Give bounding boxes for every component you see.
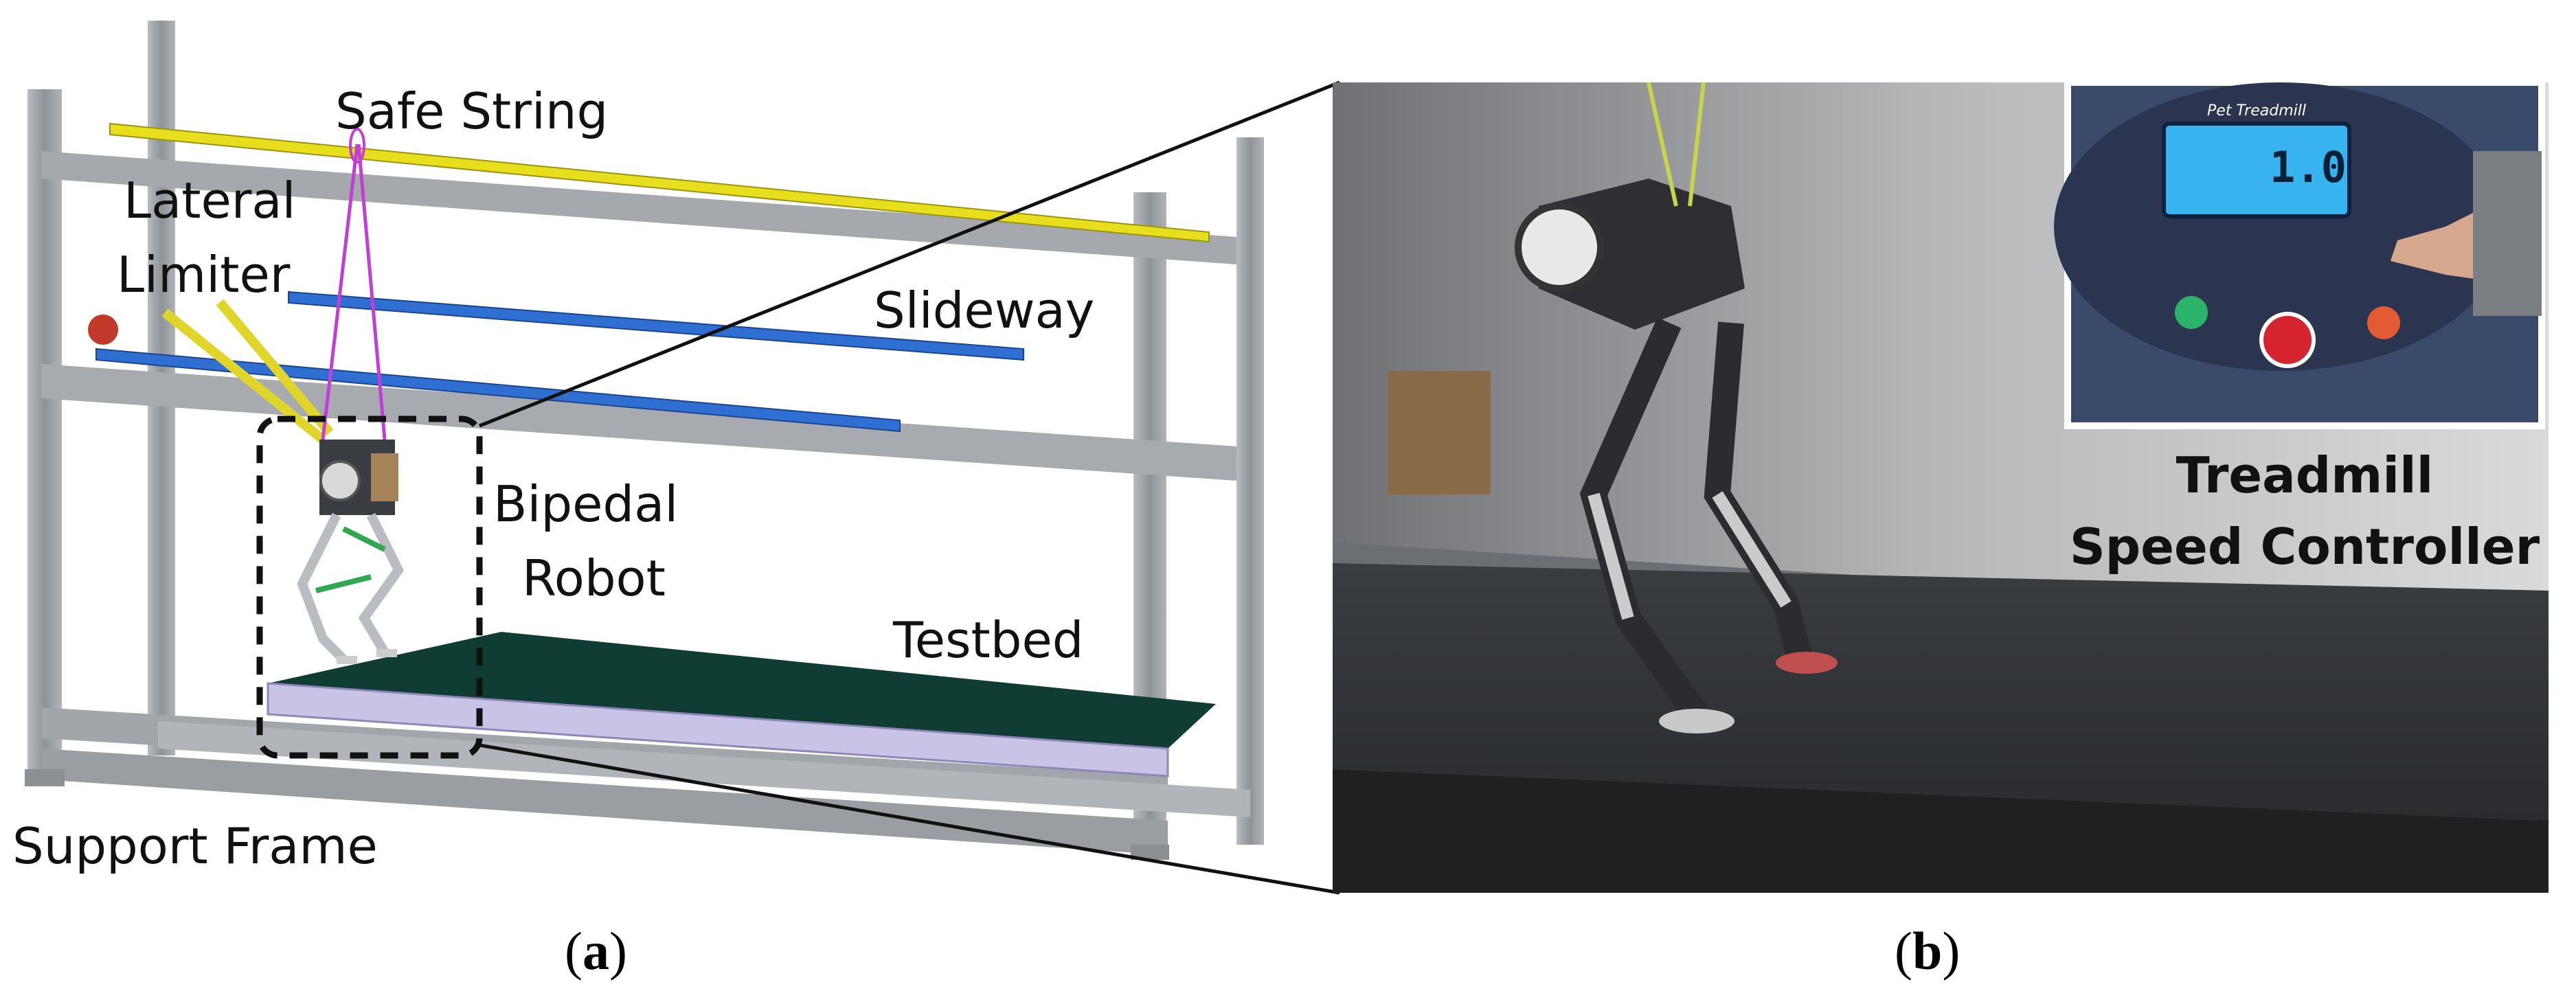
controller-display-value: 1.0 (2270, 142, 2347, 192)
panel-b-photo: Pet Treadmill 1.0 (1333, 79, 2549, 893)
rail-yellow (109, 122, 1210, 243)
frame-beam-top (41, 151, 1236, 264)
caption-a: (a) (565, 921, 627, 981)
frame-beam-bottom-back (158, 721, 1250, 817)
frame-beam-upper-middle (41, 364, 1236, 481)
frame-foot-right (1131, 845, 1169, 860)
frame-beam-bottom (41, 749, 1168, 855)
limiter-joint (88, 315, 118, 345)
frame-post-back-right (1236, 137, 1264, 845)
label-safe-string: Safe String (335, 82, 609, 140)
frame-foot-left (25, 769, 65, 786)
treadmill-controller-inset: Pet Treadmill 1.0 (2054, 79, 2545, 429)
robot-highlight-box (256, 415, 483, 759)
controller-button-orange (2367, 306, 2400, 339)
zoom-line-bottom (479, 743, 1340, 895)
label-treadmill: Treadmill (2176, 446, 2434, 504)
label-treadmill-speed-controller: Treadmill Speed Controller (2068, 440, 2542, 582)
safe-string (321, 144, 387, 440)
controller-brand-text: Pet Treadmill (2207, 102, 2306, 119)
label-testbed: Testbed (893, 611, 1084, 669)
testbed-body (267, 682, 1169, 777)
controller-button-red (2259, 312, 2316, 368)
label-speed-controller: Speed Controller (2069, 518, 2540, 576)
lateral-limiter-arm (161, 299, 334, 444)
label-lateral-limiter-line2: Limiter (117, 246, 291, 304)
label-bipedal-robot-line2: Robot (522, 549, 666, 607)
bipedal-robot-cad (297, 440, 405, 664)
sleeve (2473, 151, 2542, 316)
controller-button-green (2175, 296, 2208, 329)
slideway-lower (95, 348, 901, 433)
controller-display (2162, 122, 2351, 218)
zoom-line-top (479, 80, 1340, 428)
bipedal-robot-photo (1515, 82, 1838, 733)
label-slideway: Slideway (874, 282, 1095, 339)
cardboard-box (1388, 371, 1491, 494)
caption-b: (b) (1895, 921, 1961, 981)
label-lateral-limiter-line1: Lateral (124, 172, 296, 229)
label-bipedal-robot-line1: Bipedal (493, 475, 679, 533)
label-support-frame: Support Frame (12, 817, 378, 875)
slideway-upper (288, 291, 1024, 361)
treadmill-edge (1333, 769, 2549, 893)
frame-post-front-left (27, 89, 62, 783)
panel-a-testbed-cad (25, 21, 1340, 895)
safe-string-loop (349, 128, 365, 163)
testbed-belt (268, 632, 1216, 749)
